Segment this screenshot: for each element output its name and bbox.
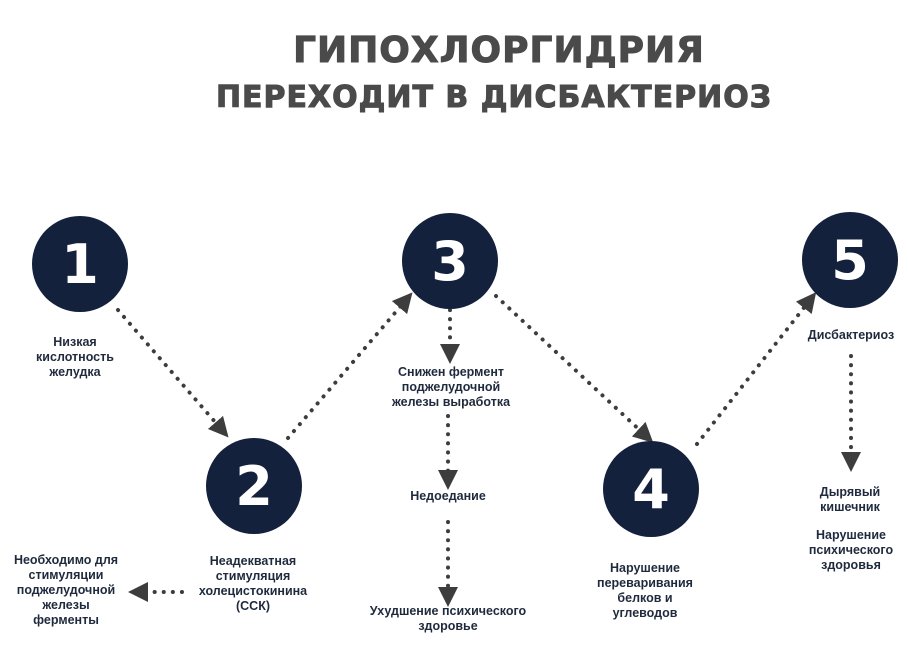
leaky-gut-label: Дырявый кишечник <box>819 485 881 514</box>
arrow-2-to-3 <box>286 292 413 440</box>
step-2-circle: 2 <box>206 438 302 534</box>
mental-disorder-label: Нарушение психического здоровья <box>808 528 894 572</box>
step-3-label: Снижен фермент поджелудочной железы выра… <box>391 365 511 409</box>
malnutrition-label: Недоедание <box>410 489 486 503</box>
arrow-4-to-5 <box>695 292 817 446</box>
enzymes-needed-label: Необходимо для стимуляции поджелудочной … <box>13 553 119 627</box>
mental-decline-label: Ухудшение психического здоровье <box>369 604 527 633</box>
title-line-1: ГИПОХЛОРГИДРИЯ <box>293 30 705 72</box>
step-2-label: Неадекватная стимуляция холецистокинина … <box>198 554 308 613</box>
step-3-circle: 3 <box>402 213 498 309</box>
step-1-circle: 1 <box>32 216 128 312</box>
step-5-circle: 5 <box>802 212 898 308</box>
title-line-2: ПЕРЕХОДИТ В ДИСБАКТЕРИОЗ <box>215 80 773 116</box>
step-1-label: Низкая кислотность желудка <box>36 335 114 379</box>
step-4-circle: 4 <box>603 441 699 537</box>
arrow-1-to-2 <box>116 308 229 438</box>
step-4-label: Нарушение переваривания белков и углевод… <box>597 561 693 620</box>
arrow-3-to-4 <box>494 294 654 443</box>
step-5-label: Дисбактериоз <box>807 328 895 342</box>
